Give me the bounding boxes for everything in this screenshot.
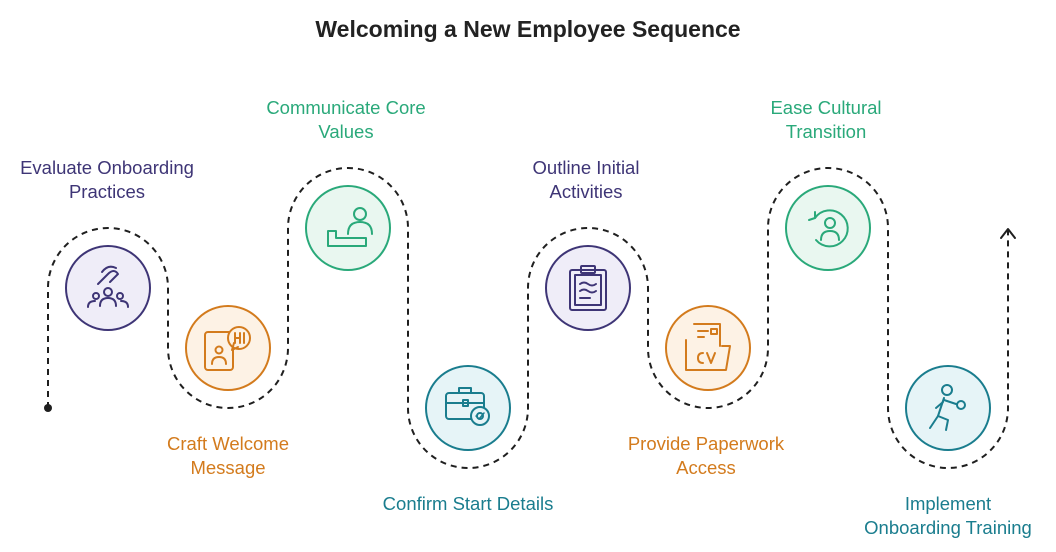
person-on-platform-icon bbox=[327, 207, 373, 247]
step-craft-node bbox=[185, 305, 271, 391]
step-outline-node bbox=[545, 245, 631, 331]
briefcase-gear-icon bbox=[445, 387, 490, 426]
hand-over-people-icon bbox=[87, 265, 129, 308]
step-communicate-node bbox=[305, 185, 391, 271]
step-confirm-node bbox=[425, 365, 511, 451]
running-person-icon bbox=[929, 384, 966, 431]
diagram-title: Welcoming a New Employee Sequence bbox=[315, 16, 741, 42]
path-start-dot bbox=[44, 404, 52, 412]
person-cycle-icon bbox=[808, 209, 849, 248]
step-confirm-label: Confirm Start Details bbox=[382, 493, 554, 514]
step-implement-node bbox=[905, 365, 991, 451]
clipboard-icon bbox=[569, 265, 607, 311]
step-paperwork-node bbox=[665, 305, 751, 391]
step-ease-node bbox=[785, 185, 871, 271]
hi-greeting-icon bbox=[204, 326, 251, 371]
step-evaluate-node bbox=[65, 245, 151, 331]
path-end-arrow-icon bbox=[1000, 228, 1016, 239]
cv-folder-icon bbox=[685, 323, 731, 371]
dashed-flow-path bbox=[47, 167, 1009, 469]
